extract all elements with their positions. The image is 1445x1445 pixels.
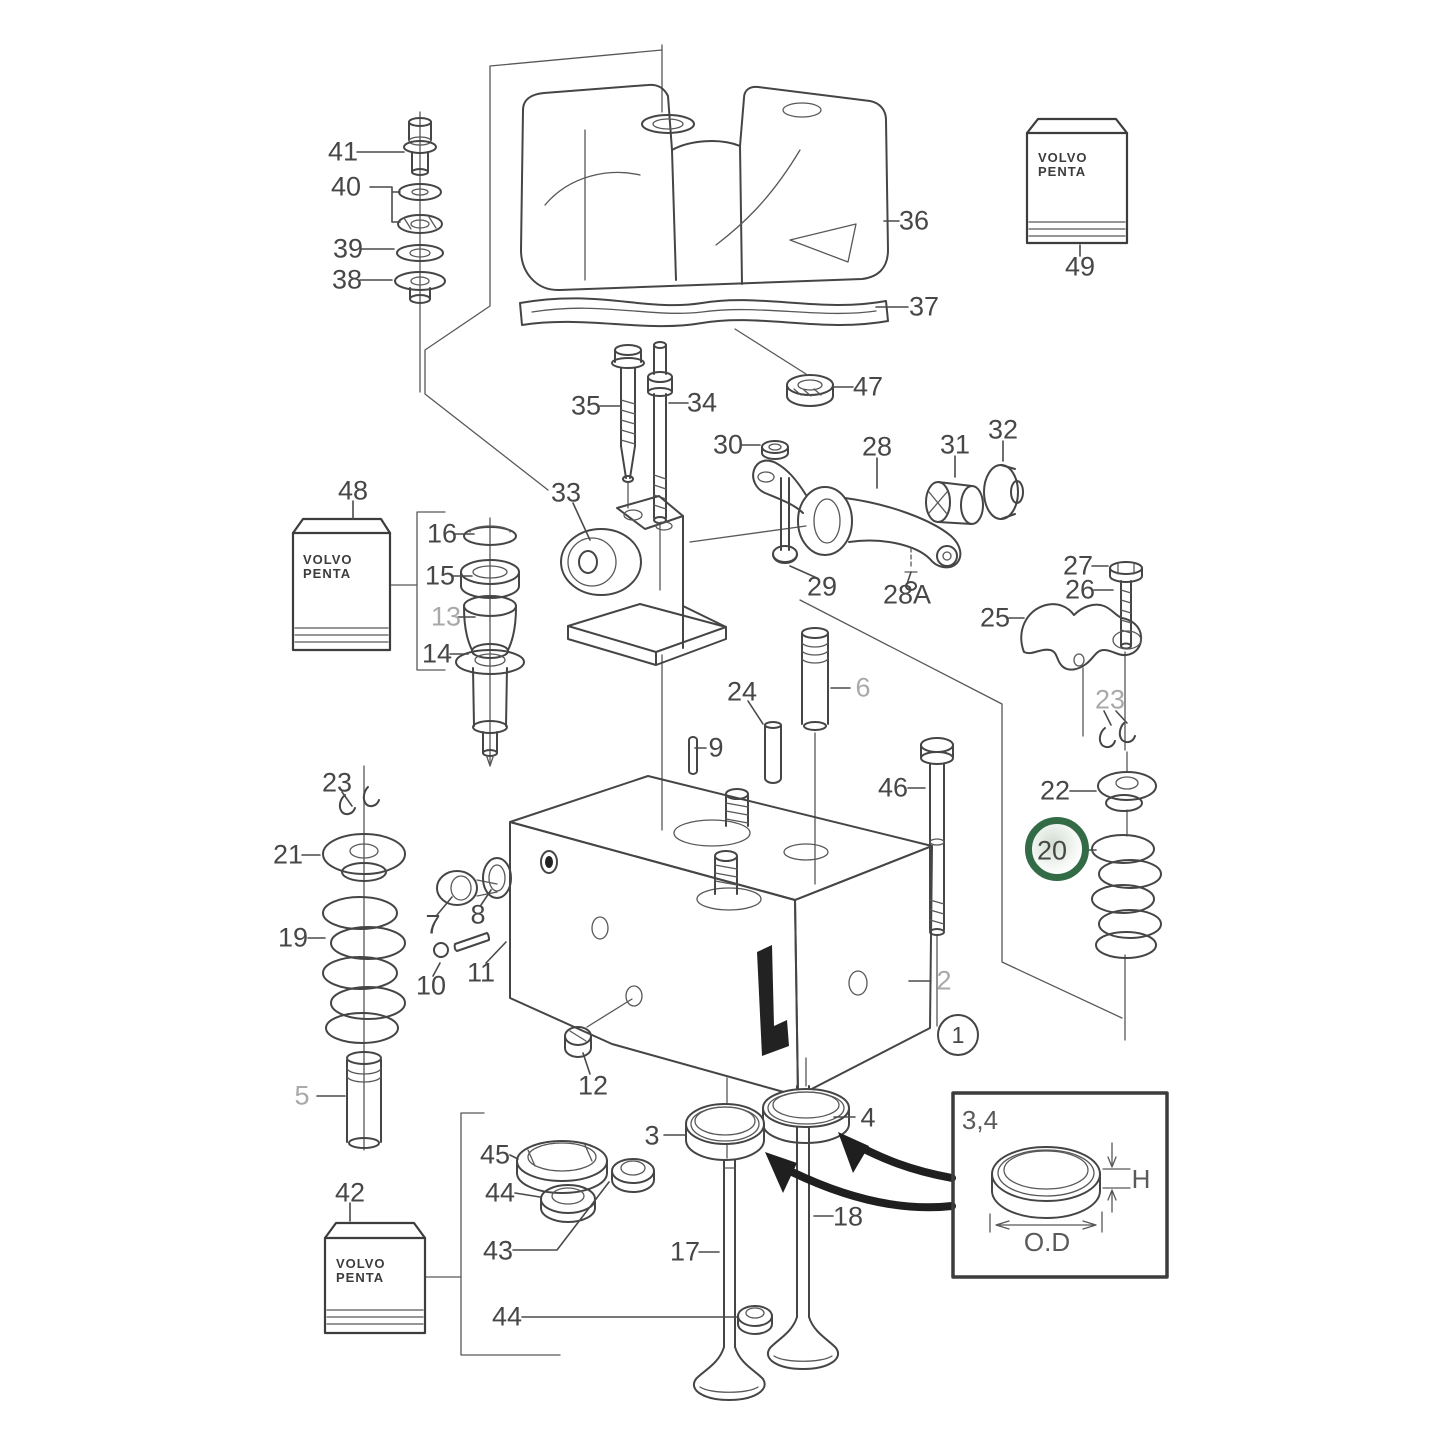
callout-4[interactable]: 4 [860,1102,876,1133]
inset-detail-box [951,1091,1169,1279]
callout-10[interactable]: 10 [415,970,447,1001]
callout-1[interactable]: 1 [937,1014,979,1056]
callout-41[interactable]: 41 [327,136,359,167]
callout-27[interactable]: 27 [1062,550,1094,581]
callout-43[interactable]: 43 [482,1235,514,1266]
callout-2[interactable]: 2 [936,965,952,996]
callout-6[interactable]: 6 [855,672,871,703]
callout-21[interactable]: 21 [272,839,304,870]
highlight-ring [1025,817,1089,881]
callout-36[interactable]: 36 [898,205,930,236]
callout-23-left[interactable]: 23 [321,767,353,798]
seal-rings-art [516,1140,773,1335]
callout-49[interactable]: 49 [1064,251,1096,282]
callout-32[interactable]: 32 [987,414,1019,445]
callout-46[interactable]: 46 [877,772,909,803]
brand-text-volvo: VOLVO [336,1256,386,1271]
callout-13[interactable]: 13 [430,601,462,632]
callout-44-lower[interactable]: 44 [491,1301,523,1332]
brand-text-volvo: VOLVO [303,552,353,567]
callout-3[interactable]: 3 [644,1120,660,1151]
callout-28A[interactable]: 28A [882,579,932,610]
brand-box-42: VOLVO PENTA [323,1221,427,1335]
callout-38[interactable]: 38 [331,264,363,295]
callout-40[interactable]: 40 [330,171,362,202]
callout-14[interactable]: 14 [421,638,453,669]
callout-9[interactable]: 9 [708,732,724,763]
callout-48[interactable]: 48 [337,475,369,506]
callout-inset-od: O.D [1023,1227,1071,1257]
callout-47[interactable]: 47 [852,371,884,402]
callout-17[interactable]: 17 [669,1236,701,1267]
rocker-arm-art [752,440,1024,591]
rocker-pedestal-art [560,495,727,666]
right-valve-spring-art [1020,561,1162,959]
callout-28[interactable]: 28 [861,431,893,462]
callout-24[interactable]: 24 [726,676,758,707]
brand-box-48: VOLVO PENTA [291,517,392,652]
callout-11[interactable]: 11 [466,957,496,988]
callout-5[interactable]: 5 [294,1080,310,1111]
callout-39[interactable]: 39 [332,233,364,264]
callout-18[interactable]: 18 [832,1201,864,1232]
callout-42[interactable]: 42 [334,1177,366,1208]
brand-text-penta: PENTA [336,1270,384,1285]
callout-23-right[interactable]: 23 [1094,684,1126,715]
callout-19[interactable]: 19 [277,922,309,953]
brand-box-49: VOLVO PENTA [1025,117,1129,245]
injector-sleeve-art [455,525,525,767]
callout-35[interactable]: 35 [570,390,602,421]
callout-44-upper[interactable]: 44 [484,1177,516,1208]
callout-8[interactable]: 8 [470,899,486,930]
callout-15[interactable]: 15 [424,560,456,591]
cylinder-head-art [433,627,954,1097]
callout-inset-caption: 3,4 [961,1105,999,1135]
brand-text-volvo: VOLVO [1038,150,1088,165]
callout-20[interactable]: 20 [1036,835,1068,866]
left-valve-spring-art [322,786,406,1149]
callout-16[interactable]: 16 [426,518,458,549]
callout-33[interactable]: 33 [550,477,582,508]
valve-cover-art [519,83,889,328]
callout-29[interactable]: 29 [806,571,838,602]
callout-31[interactable]: 31 [939,429,971,460]
callout-34[interactable]: 34 [686,387,718,418]
callout-25[interactable]: 25 [979,602,1011,633]
callout-inset-height: H [1131,1164,1151,1194]
valves-art [685,1085,956,1401]
cover-bolt-stack-art [394,117,446,304]
brand-text-penta: PENTA [1038,164,1086,179]
callout-22[interactable]: 22 [1039,775,1071,806]
leader-lines [301,151,1128,1318]
callout-37[interactable]: 37 [908,291,940,322]
callout-30[interactable]: 30 [712,429,744,460]
callout-12[interactable]: 12 [577,1070,609,1101]
callout-45[interactable]: 45 [479,1139,511,1170]
brand-text-penta: PENTA [303,566,351,581]
callout-26[interactable]: 26 [1064,574,1096,605]
callout-7[interactable]: 7 [425,909,441,940]
